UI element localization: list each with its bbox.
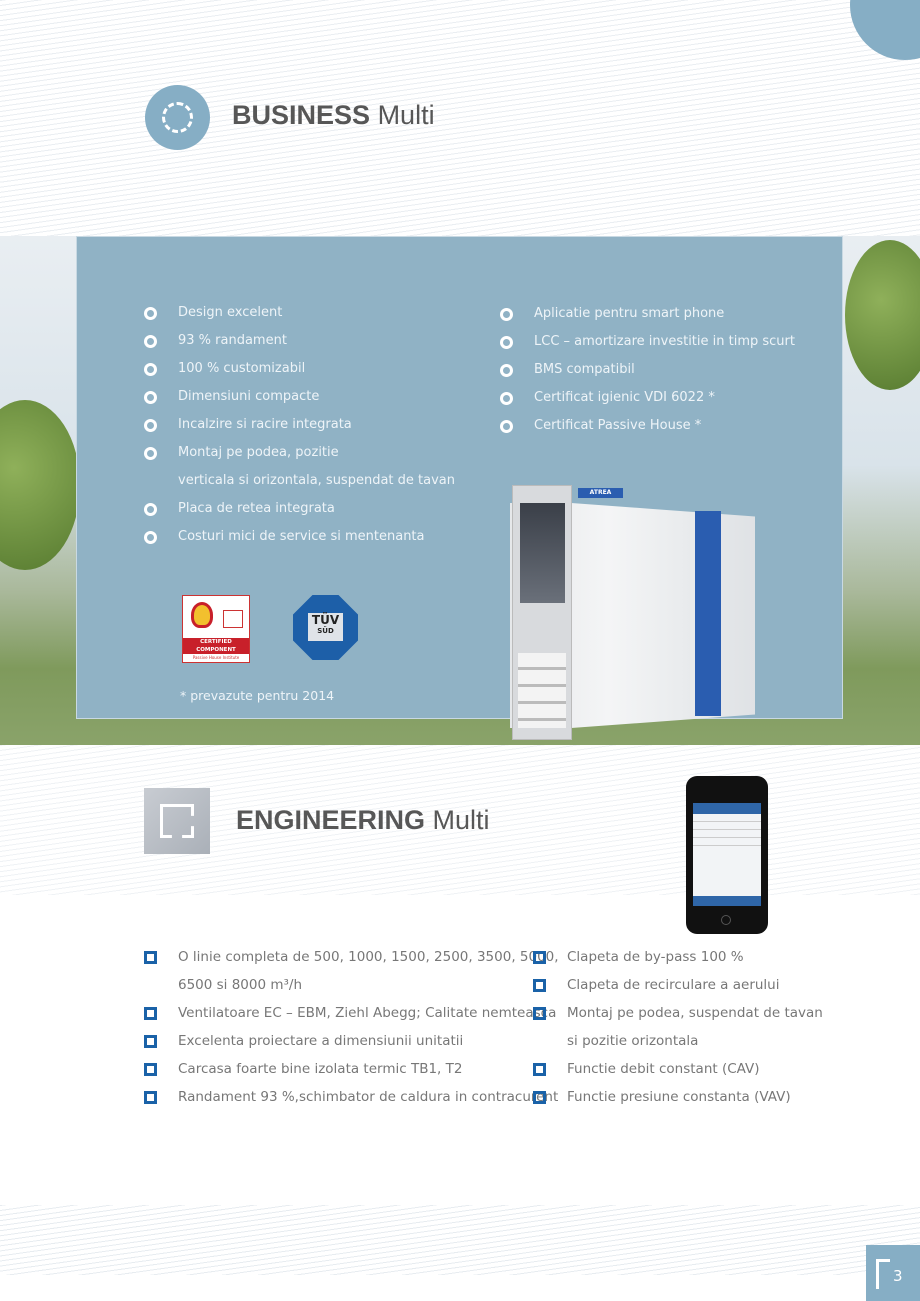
list-item: Costuri mici de service si mentenanta [144,528,455,556]
list-item: 100 % customizabil [144,360,455,388]
square-bullet-icon [144,1091,157,1104]
ring-bullet-icon [144,531,157,544]
list-item: Randament 93 %,schimbator de caldura in … [144,1088,559,1116]
business-icon [145,85,210,150]
ventilation-unit-image: ATREA [510,483,760,748]
list-item: Functie debit constant (CAV) [533,1060,823,1088]
list-item: Montaj pe podea, suspendat de tavan [533,1004,823,1032]
ring-bullet-icon [500,420,513,433]
ring-bullet-icon [144,335,157,348]
ring-bullet-icon [144,307,157,320]
list-item: O linie completa de 500, 1000, 1500, 250… [144,948,559,976]
page-number-box: 3 [866,1245,920,1301]
ring-bullet-icon [144,503,157,516]
ring-bullet-icon [500,308,513,321]
list-item: Excelenta proiectare a dimensiunii unita… [144,1032,559,1060]
footnote: * prevazute pentru 2014 [180,688,335,703]
engineering-icon [144,788,210,854]
engineering-features-left: O linie completa de 500, 1000, 1500, 250… [144,948,559,1116]
list-item: Certificat Passive House * [500,417,795,445]
square-bullet-icon [144,1063,157,1076]
engineering-title: ENGINEERING Multi [236,805,490,835]
list-item: Design excelent [144,304,455,332]
square-bullet-icon [144,1035,157,1048]
square-bullet-icon [533,951,546,964]
square-bullet-icon [144,1007,157,1020]
decor-lines-top [0,0,920,236]
square-bullet-icon [144,951,157,964]
square-bullet-icon [533,1091,546,1104]
ring-bullet-icon [500,392,513,405]
list-item-continuation: 6500 si 8000 m³/h [178,977,303,993]
list-item: Montaj pe podea, pozitie [144,444,455,472]
list-item: Ventilatoare EC – EBM, Ziehl Abegg; Cali… [144,1004,559,1032]
square-bullet-icon [533,1007,546,1020]
list-item-continuation: verticala si orizontala, suspendat de ta… [178,473,455,488]
list-item: LCC – amortizare investitie in timp scur… [500,333,795,361]
square-bullet-icon [533,1063,546,1076]
engineering-features-right: Clapeta de by-pass 100 % Clapeta de reci… [533,948,823,1116]
ring-bullet-icon [144,363,157,376]
ring-bullet-icon [144,419,157,432]
list-item: 93 % randament [144,332,455,360]
list-item: Placa de retea integrata [144,500,455,528]
list-item: BMS compatibil [500,361,795,389]
list-item: Incalzire si racire integrata [144,416,455,444]
list-item: Carcasa foarte bine izolata termic TB1, … [144,1060,559,1088]
list-item: Dimensiuni compacte [144,388,455,416]
list-item-continuation: si pozitie orizontala [567,1033,699,1049]
square-bullet-icon [533,979,546,992]
decor-lines-bottom [0,1205,920,1275]
ring-bullet-icon [144,447,157,460]
tree-right [845,240,920,390]
list-item: Clapeta de recirculare a aerului [533,976,823,1004]
ring-bullet-icon [500,336,513,349]
business-title: BUSINESS Multi [232,100,435,130]
list-item: Clapeta de by-pass 100 % [533,948,823,976]
ring-bullet-icon [500,364,513,377]
page-number: 3 [893,1267,903,1285]
ring-bullet-icon [144,391,157,404]
business-features-right: Aplicatie pentru smart phone LCC – amort… [500,305,795,445]
business-features-left: Design excelent 93 % randament 100 % cus… [144,304,455,556]
list-item: Aplicatie pentru smart phone [500,305,795,333]
list-item: Certificat igienic VDI 6022 * [500,389,795,417]
smartphone-image [686,776,768,934]
list-item: Functie presiune constanta (VAV) [533,1088,823,1116]
